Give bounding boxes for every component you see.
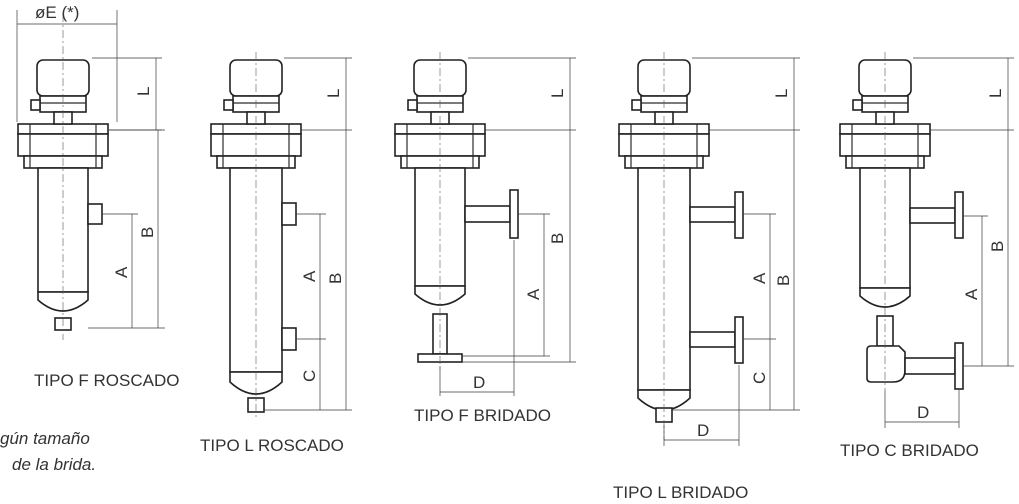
label-b: B [774, 275, 793, 286]
label-a: A [300, 270, 319, 282]
unit-tipo-f-bridado: L B A D [394, 52, 576, 396]
label-l: L [986, 89, 1005, 98]
label-l: L [324, 89, 343, 98]
label-a: A [962, 288, 981, 300]
label-l: L [772, 89, 791, 98]
caption-tipo-f-bridado: TIPO F BRIDADO [414, 406, 551, 425]
label-a: A [750, 272, 769, 284]
unit-tipo-f-roscado: øE (*) L B A [16, 3, 165, 340]
caption-tipo-f-roscado: TIPO F ROSCADO [34, 371, 179, 390]
label-b: B [548, 233, 567, 244]
label-d: D [697, 421, 709, 440]
label-l: L [134, 87, 153, 96]
footnote-line-1: gún tamaño [0, 429, 90, 448]
label-l: L [548, 89, 567, 98]
label-a: A [524, 288, 543, 300]
unit-tipo-l-roscado: L B A C [210, 52, 352, 418]
caption-tipo-l-bridado: TIPO L BRIDADO [613, 483, 748, 502]
unit-tipo-c-bridado: L B A D [839, 52, 1014, 428]
caption-tipo-c-bridado: TIPO C BRIDADO [840, 441, 979, 460]
label-diameter: øE (*) [35, 3, 79, 22]
label-c: C [750, 372, 769, 384]
label-d: D [917, 403, 929, 422]
label-b: B [988, 241, 1007, 252]
label-b: B [138, 227, 157, 238]
unit-tipo-l-bridado: L B A C D [618, 52, 800, 446]
label-c: C [300, 370, 319, 382]
label-a: A [112, 266, 131, 278]
label-b: B [326, 273, 345, 284]
label-d: D [473, 373, 485, 392]
footnote-line-2: de la brida. [12, 455, 96, 474]
caption-tipo-l-roscado: TIPO L ROSCADO [200, 436, 344, 455]
